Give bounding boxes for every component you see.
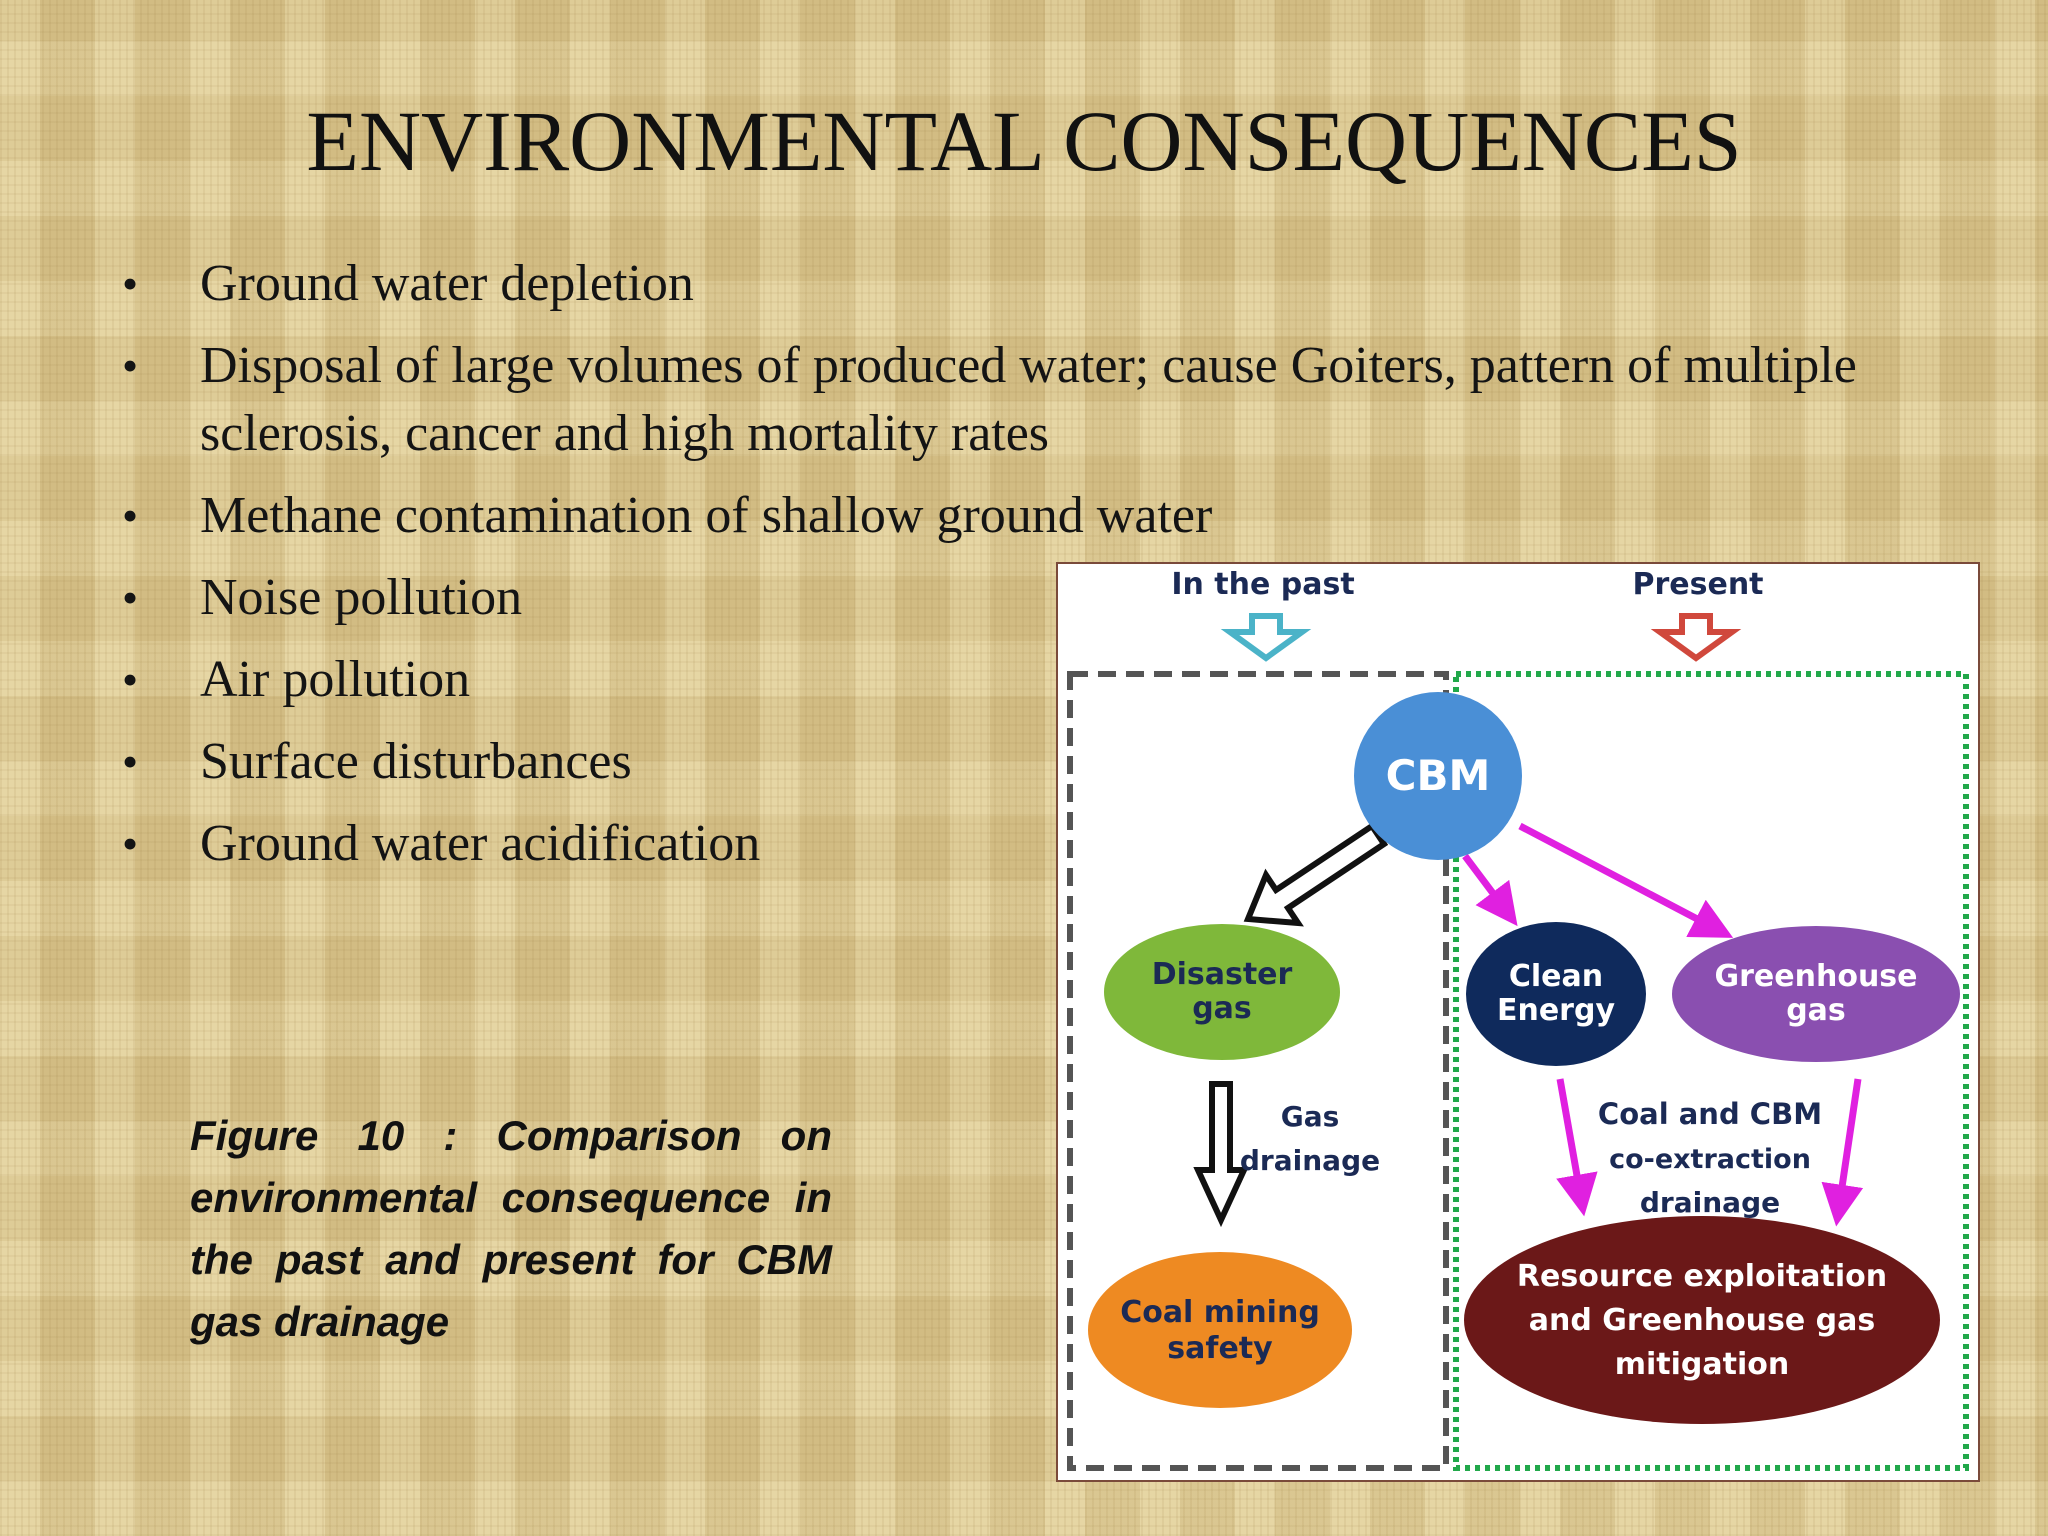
coal-safety-label-1: Coal mining [1120,1295,1320,1330]
bullet-item: • Disposal of large volumes of produced w… [120,332,1940,468]
node-cbm: CBM [1354,692,1522,860]
node-clean-energy: Clean Energy [1466,922,1646,1066]
bullet-text: Ground water depletion [200,255,694,312]
past-label: In the past [1171,567,1354,602]
bullet-item: • Air pollution [120,646,1940,714]
bullet-text: Methane contamination of shallow ground … [200,487,1213,544]
cbm-to-clean-arrow-icon [1462,853,1518,927]
clean-energy-label-1: Clean [1509,959,1603,994]
node-greenhouse-gas: Greenhouse gas [1672,926,1960,1062]
present-label: Present [1632,567,1763,602]
present-section-box [1453,671,1969,1471]
node-coal-mining-safety: Coal mining safety [1088,1252,1352,1408]
bullet-item: • Noise pollution [120,564,1940,632]
past-section-box [1067,671,1449,1471]
co-extraction-label-2: co-extraction [1609,1144,1811,1175]
cbm-node-label: CBM [1386,751,1491,800]
cbm-diagram-svg: In the past Present CBM Disaster [1067,567,1969,1471]
disaster-gas-label-1: Disaster [1152,957,1293,992]
bullet-item: • Ground water acidification [120,810,1940,878]
greenhouse-label-1: Greenhouse [1715,959,1918,994]
resource-label-3: mitigation [1615,1347,1789,1382]
bullet-item: • Ground water depletion [120,250,1940,318]
cbm-to-greenhouse-arrow-icon [1518,822,1734,938]
clean-energy-label-2: Energy [1497,993,1615,1028]
bullet-text: Surface disturbances [200,733,632,790]
bullet-text: Disposal of large volumes of produced wa… [200,337,1857,462]
node-disaster-gas: Disaster gas [1104,924,1340,1060]
slide-title: ENVIRONMENTAL CONSEQUENCES [306,93,1742,189]
co-extraction-label-3: drainage [1640,1186,1780,1219]
node-resource-exploitation: Resource exploitation and Greenhouse gas… [1464,1216,1940,1424]
cbm-to-present-arrows [1462,822,1734,938]
bullet-list: • Ground water depletion • Disposal of lar… [120,250,1940,892]
clean-to-resource-arrow-icon [1556,1078,1598,1217]
resource-label-1: Resource exploitation [1517,1259,1887,1294]
bullet-dot: • [122,736,139,787]
bullet-text: Ground water acidification [200,815,761,872]
bullet-text: Noise pollution [200,569,523,626]
cbm-comparison-figure: In the past Present CBM Disaster [1056,562,1980,1482]
disaster-gas-label-2: gas [1192,991,1252,1026]
greenhouse-label-2: gas [1786,993,1846,1028]
bullet-text: Air pollution [200,651,471,708]
bullet-dot: • [122,654,139,705]
coal-safety-label-2: safety [1167,1331,1273,1366]
gas-drainage-arrow-icon [1193,1081,1249,1228]
resource-label-2: and Greenhouse gas [1529,1303,1876,1338]
gas-drainage-label-1: Gas [1281,1100,1340,1133]
greenhouse-to-resource-arrow-icon [1821,1078,1864,1227]
co-extraction-arrows [1556,1078,1864,1227]
bullet-dot: • [122,340,139,391]
past-down-arrow-icon [1220,613,1312,662]
cbm-to-disaster-arrow-icon [1243,821,1389,927]
figure-caption: Figure 10 : Comparison on environmental … [190,1112,832,1345]
present-down-arrow-icon [1650,613,1742,662]
gas-drainage-label-2: drainage [1240,1144,1380,1177]
co-extraction-label-1: Coal and CBM [1598,1097,1822,1131]
bullet-item: • Methane contamination of shallow ground… [120,482,1940,550]
bullet-dot: • [122,572,139,623]
bullet-dot: • [122,490,139,541]
bullet-dot: • [122,258,139,309]
bullet-dot: • [122,818,139,869]
bullet-item: • Surface disturbances [120,728,1940,796]
